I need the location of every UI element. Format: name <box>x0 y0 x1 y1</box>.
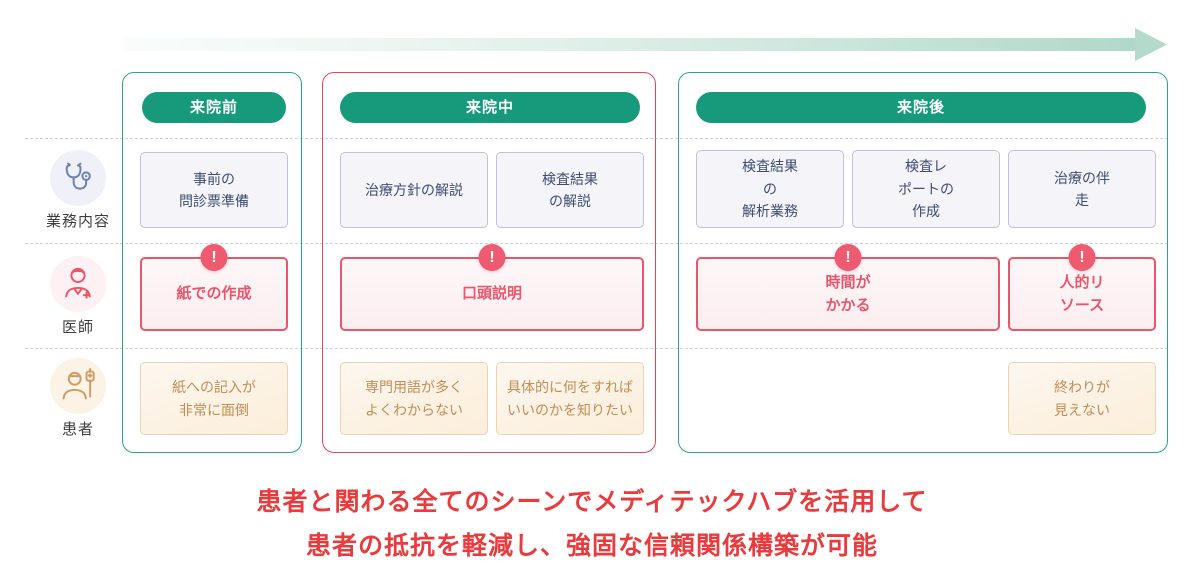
alert-icon: ! <box>834 244 862 271</box>
alert-icon: ! <box>200 244 228 271</box>
doctor-pain-box: ! 紙での作成 <box>140 244 288 331</box>
row-label-doctor: 医師 <box>26 256 130 337</box>
row-divider <box>25 138 1168 139</box>
phase-header-during-visit: 来院中 <box>340 92 640 123</box>
row-label-patient-text: 患者 <box>61 421 94 438</box>
row-divider <box>25 243 1168 244</box>
row-label-tasks: 業務内容 <box>26 150 130 231</box>
doctor-pain-box: ! 口頭説明 <box>340 244 644 331</box>
patient-pain-box: 専門用語が多く よくわからない <box>340 362 488 435</box>
task-box: 治療方針の解説 <box>340 152 488 228</box>
phase-header-pre-visit: 来院前 <box>142 92 286 123</box>
summary-caption-line1: 患者と関わる全てのシーンでメディテックハブを活用して <box>256 488 928 516</box>
doctor-pain-box: ! 人的リ ソース <box>1008 244 1156 331</box>
patient-pain-box: 具体的に何をすれば いいのかを知りたい <box>496 362 644 435</box>
timeline-arrow-icon <box>125 28 1167 61</box>
doctor-icon <box>50 256 106 312</box>
task-box: 検査結果 の解説 <box>496 152 644 228</box>
doctor-pain-box: ! 時間が かかる <box>696 244 1000 331</box>
task-box: 事前の 問診票準備 <box>140 152 288 228</box>
doctor-pain-text: 口頭説明 <box>461 285 522 303</box>
row-label-tasks-text: 業務内容 <box>45 213 110 230</box>
row-label-doctor-text: 医師 <box>61 319 94 336</box>
patient-pain-box: 終わりが 見えない <box>1008 362 1156 435</box>
patient-icon <box>50 358 106 414</box>
alert-icon: ! <box>1068 244 1096 271</box>
summary-caption-line2: 患者の抵抗を軽減し、強固な信頼関係構築が可能 <box>305 532 878 560</box>
doctor-pain-text: 人的リ ソース <box>1059 273 1105 314</box>
task-box: 検査レ ポートの 作成 <box>852 150 1000 228</box>
column-post-visit <box>678 72 1168 453</box>
row-label-patient: 患者 <box>26 358 130 439</box>
patient-pain-box: 紙への記入が 非常に面倒 <box>140 362 288 435</box>
task-box: 検査結果 の 解析業務 <box>696 150 844 228</box>
row-divider <box>25 348 1168 349</box>
doctor-pain-text: 時間が かかる <box>825 273 871 314</box>
task-box: 治療の伴 走 <box>1008 150 1156 228</box>
column-during-visit <box>322 72 656 453</box>
column-pre-visit <box>122 72 302 453</box>
doctor-pain-text: 紙での作成 <box>176 285 252 303</box>
alert-icon: ! <box>478 244 506 271</box>
phase-header-post-visit: 来院後 <box>696 92 1146 123</box>
stethoscope-icon <box>50 150 106 206</box>
summary-caption: 患者と関わる全てのシーンでメディテックハブを活用して 患者の抵抗を軽減し、強固な… <box>0 480 1184 568</box>
